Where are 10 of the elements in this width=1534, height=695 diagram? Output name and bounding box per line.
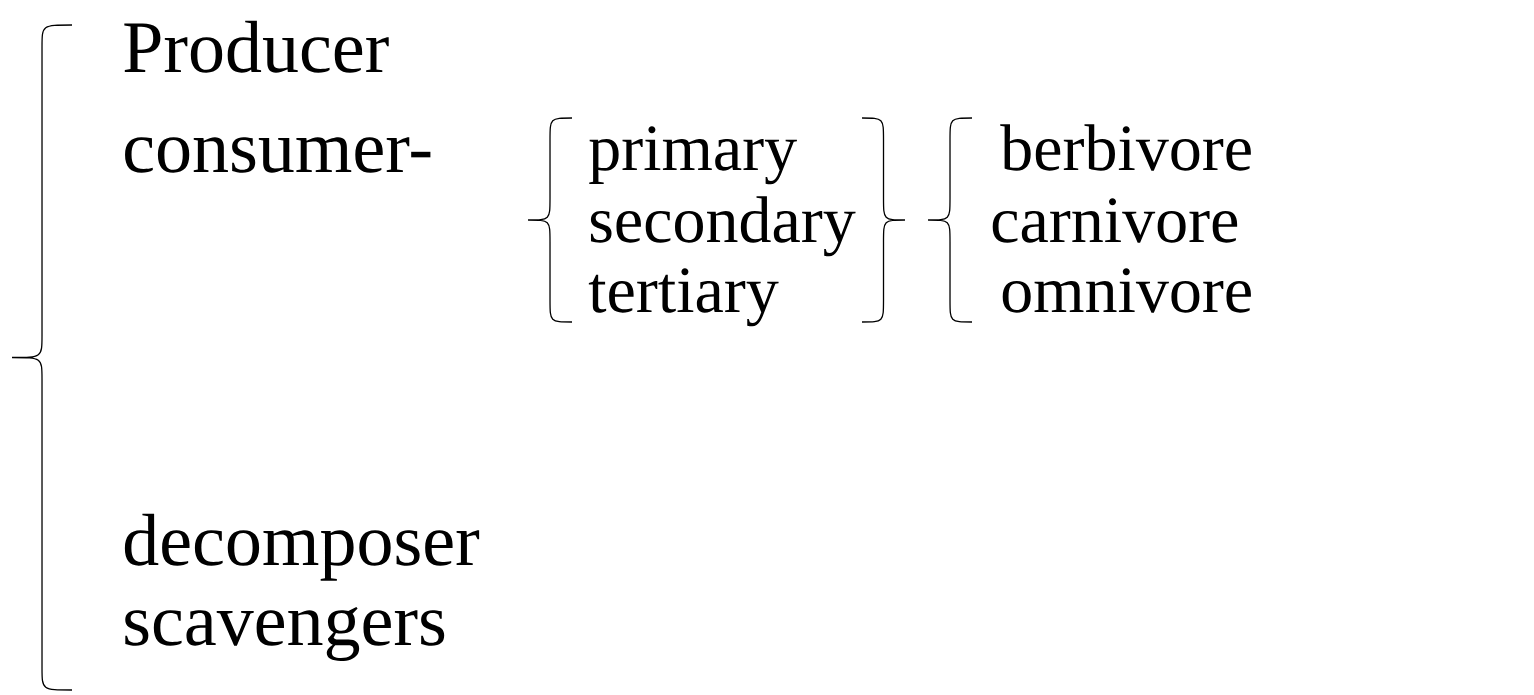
label: primary <box>589 126 797 185</box>
label: Producer <box>124 20 389 73</box>
label: carnivore <box>992 198 1238 243</box>
label: omnivore <box>1002 268 1251 313</box>
label: tertiary <box>588 268 779 327</box>
label: secondary <box>590 196 856 257</box>
label: berbivore <box>1000 124 1251 171</box>
label: decomposer <box>124 513 480 581</box>
label: consumer- <box>125 137 431 173</box>
label: scavengers <box>125 607 445 661</box>
